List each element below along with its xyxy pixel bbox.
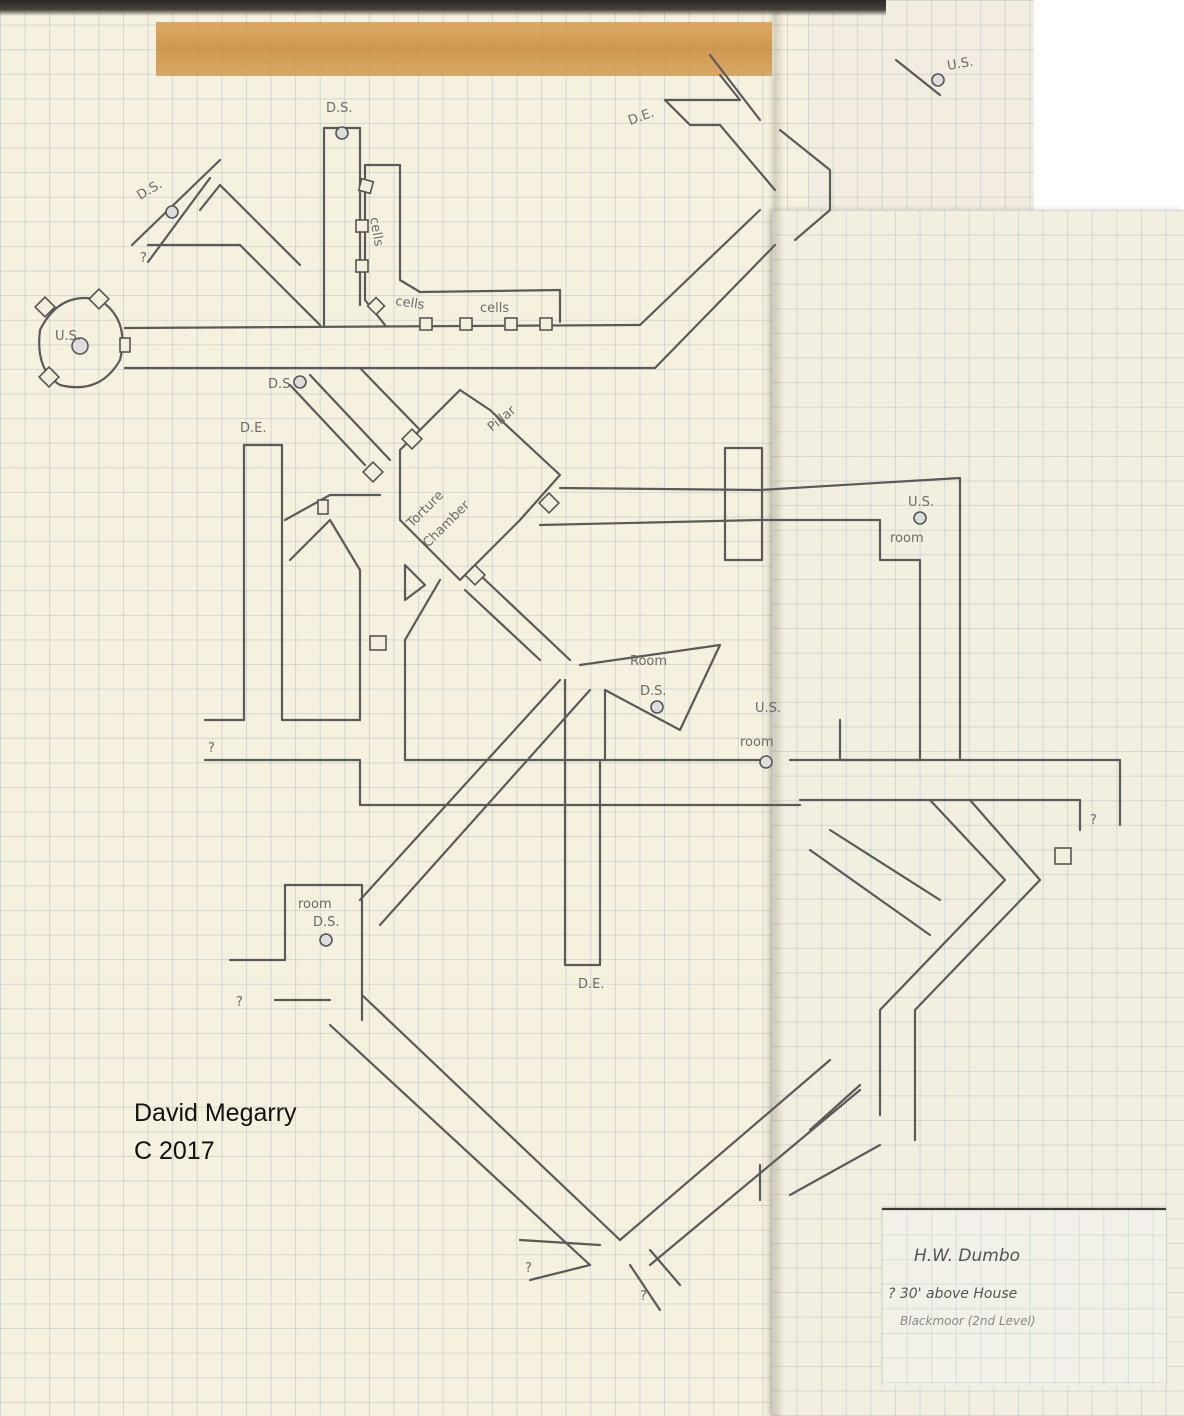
label-question-3: ? <box>1090 813 1097 828</box>
label-room: Room <box>630 654 667 669</box>
label-us-room-word: room <box>890 531 924 546</box>
masking-tape <box>156 22 772 76</box>
credit-author: David Megarry <box>134 1099 297 1127</box>
label-question-6: ? <box>640 1289 647 1304</box>
page-gutter <box>768 0 784 1416</box>
label-cells-1: cells <box>366 216 386 248</box>
label-de-left: D.E. <box>240 421 267 436</box>
credit-year: C 2017 <box>134 1137 215 1165</box>
label-question-1: ? <box>140 251 147 266</box>
label-de-top: D.E. <box>626 106 656 129</box>
label-us-room: U.S. <box>908 495 934 510</box>
label-us-circle: U.S. <box>55 329 81 344</box>
label-us-room2: U.S. <box>755 701 781 716</box>
label-ds-left: D.S. <box>135 177 165 203</box>
notebook-edge <box>0 0 886 16</box>
label-ds-hall: D.S. <box>268 377 295 392</box>
label-cells-3: cells <box>480 301 509 316</box>
label-us-top-right: U.S. <box>946 55 974 74</box>
inset-line-1: ? 30' above House <box>888 1286 1018 1302</box>
inset-line-2: Blackmoor (2nd Level) <box>900 1314 1036 1328</box>
label-de-bottom: D.E. <box>578 977 605 992</box>
graph-paper-page-top-right <box>808 0 1034 212</box>
label-room-ds: D.S. <box>640 684 667 699</box>
label-question-4: ? <box>236 995 243 1010</box>
label-us-room2-word: room <box>740 735 774 750</box>
stair-markers <box>71 73 945 947</box>
label-pillar: Pillar <box>485 403 519 435</box>
label-room-low: room <box>298 897 332 912</box>
doors <box>33 177 1072 865</box>
label-question-5: ? <box>525 1261 532 1276</box>
map-note-inset: H.W. Dumbo ? 30' above House Blackmoor (… <box>882 1208 1166 1386</box>
label-ds-top: D.S. <box>326 101 353 116</box>
label-cells-2: cells <box>394 294 425 313</box>
label-question-2: ? <box>208 741 215 756</box>
graph-paper-page <box>0 0 886 1416</box>
inset-title: H.W. Dumbo <box>914 1246 1021 1266</box>
label-room-low-ds: D.S. <box>313 915 340 930</box>
corridor-walls <box>38 53 1122 1312</box>
